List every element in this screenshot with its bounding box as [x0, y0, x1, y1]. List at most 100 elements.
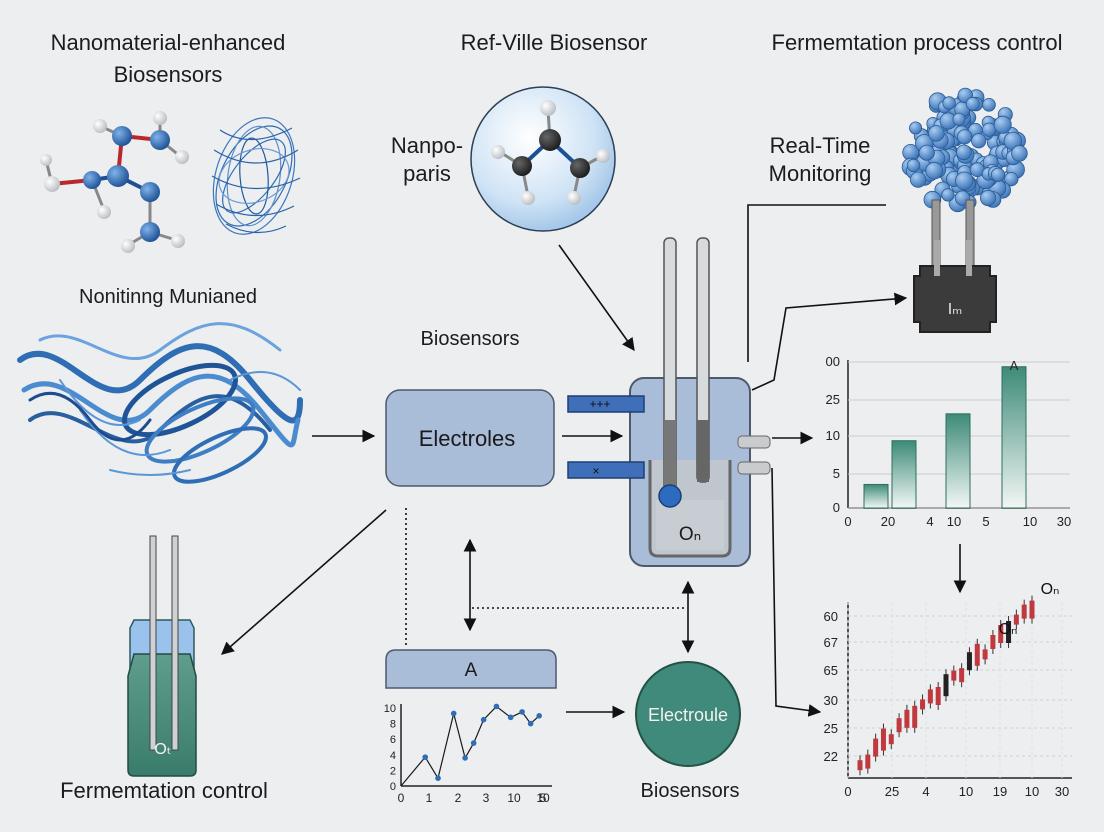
candle-x-tick: 10	[1025, 784, 1039, 799]
candle	[998, 625, 1004, 643]
bar-x-tick: 10	[947, 514, 961, 529]
candle-annotation: Oₙ	[999, 621, 1018, 638]
candle-x-tick: 10	[959, 784, 973, 799]
candle	[880, 728, 886, 751]
realtime-line1: Real-Time	[769, 133, 871, 158]
line-x-tick: 10	[507, 791, 521, 805]
line-point	[435, 775, 441, 781]
line-series	[400, 705, 540, 787]
candle	[966, 652, 972, 671]
line-point	[536, 713, 542, 719]
bar-y-tick: 25	[826, 392, 840, 407]
candle	[951, 670, 957, 681]
candle	[943, 674, 949, 697]
line-point	[527, 720, 534, 727]
candle	[1021, 604, 1027, 619]
cluster-bead	[927, 125, 945, 142]
candle-x-tick: 0	[844, 784, 851, 799]
candle	[912, 705, 918, 728]
candle	[1006, 621, 1012, 643]
candle-y-tick: 65	[824, 663, 838, 678]
nanofiber-illustration	[211, 117, 301, 235]
bar-y-tick: 5	[833, 466, 840, 481]
cluster-bead	[956, 129, 973, 145]
nanoparticle-cluster	[901, 87, 1028, 213]
a-box	[385, 649, 557, 689]
line-y-tick: 4	[390, 750, 396, 762]
candle	[920, 699, 926, 710]
line-point	[422, 754, 429, 760]
candle-x-tick: 30	[1055, 784, 1069, 799]
bar	[1001, 366, 1027, 509]
candle	[888, 734, 894, 745]
measurement-chip	[913, 240, 997, 333]
candle	[904, 709, 910, 728]
candle-x-tick: 19	[993, 784, 1007, 799]
cluster-bead	[906, 158, 921, 173]
line-y-tick: 0	[390, 781, 396, 793]
line-point	[450, 710, 457, 717]
biosensors-bottom-label: Biosensors	[640, 780, 740, 802]
noniting-label: Nonitinng Munianed	[79, 286, 257, 308]
bar-x-tick: 0	[844, 514, 851, 529]
line-point	[462, 755, 468, 761]
fermentation-control-label: Fermemtation control	[60, 778, 268, 803]
candle	[865, 754, 871, 769]
cluster-bead	[965, 96, 980, 111]
line-x-tick: 0	[398, 791, 405, 805]
bar-x-tick: 10	[1023, 514, 1037, 529]
line-y-tick: 8	[390, 719, 396, 731]
cluster-bead	[909, 121, 923, 135]
cluster-bead	[982, 98, 996, 112]
fermentation-title: Fermemtation process control	[771, 30, 1063, 55]
cluster-bead	[979, 189, 997, 207]
candle	[974, 643, 980, 666]
candle-x-tick: 4	[922, 784, 929, 799]
electroule-label: Electroule	[648, 705, 728, 725]
bar-x-tick: 5	[982, 514, 989, 529]
electroles-label: Electroles	[419, 426, 516, 451]
probe-label: Oₜ	[154, 741, 171, 758]
electroule-circle	[635, 661, 741, 767]
cluster-bead	[925, 161, 943, 180]
plus-strip-label: +++	[589, 397, 610, 411]
bar	[891, 440, 917, 509]
connectors	[221, 204, 967, 719]
cluster-bead	[993, 115, 1012, 134]
cluster-bead	[952, 112, 966, 126]
cluster-bead	[955, 171, 974, 191]
candle-y-tick: 60	[824, 609, 838, 624]
line-y-tick: 6	[390, 734, 396, 746]
candle	[873, 738, 879, 757]
candle	[959, 668, 965, 683]
line-x-tick: 3	[483, 791, 490, 805]
cluster-bead	[918, 144, 935, 161]
candle	[1013, 614, 1019, 625]
nano-title: Nanomaterial-enhanced Biosensors	[20, 30, 316, 88]
nano-title-line2: Biosensors	[113, 62, 223, 87]
nanpo-line1: Nanpo-	[390, 133, 464, 158]
chip-label: Iₘ	[948, 301, 962, 318]
bar-x-tick: 30	[1057, 514, 1071, 529]
fermentation-probe	[127, 535, 197, 777]
line-point	[480, 716, 487, 723]
electrochemical-cell	[629, 237, 771, 567]
a-box-label: A	[465, 660, 478, 681]
bar-x-tick: 20	[881, 514, 895, 529]
cluster-bead	[909, 171, 927, 188]
x-strip	[567, 461, 645, 479]
bar-y-tick: 0	[833, 500, 840, 515]
cluster-bead	[941, 188, 955, 202]
bar-annotation: A	[1010, 358, 1019, 373]
candle	[896, 718, 902, 733]
cluster-bead	[942, 96, 956, 110]
candle	[927, 689, 933, 704]
line-x-tick: 5	[540, 791, 547, 805]
bar-y-tick: 10	[826, 428, 840, 443]
line-x-tick: 1	[426, 791, 433, 805]
candle	[1029, 600, 1035, 619]
candle-annotation: Oₙ	[1041, 581, 1060, 598]
